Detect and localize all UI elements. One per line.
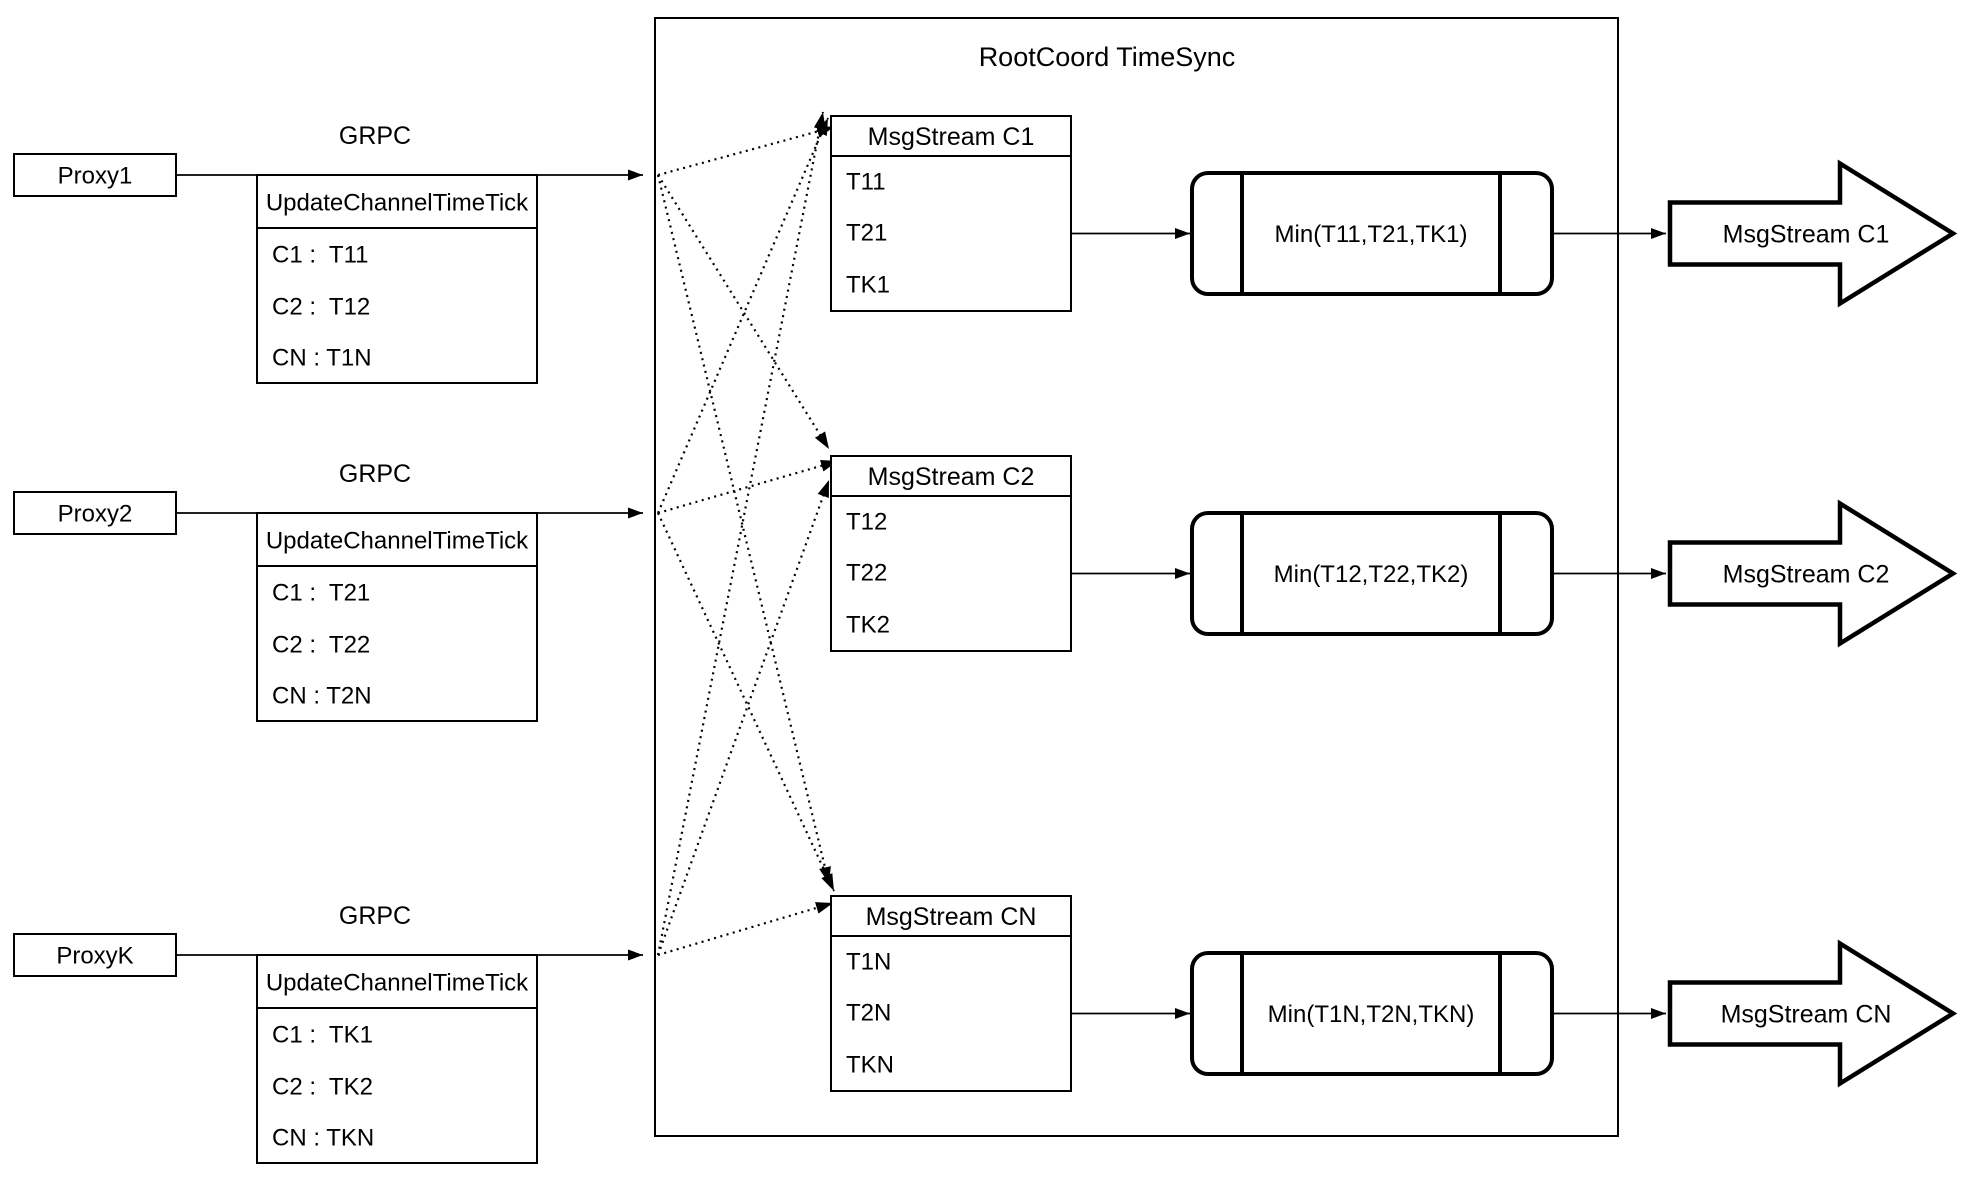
msgstream-row: T1N bbox=[846, 949, 891, 976]
msgstream-table-c1: MsgStream C1 T11 T21 TK1 bbox=[830, 115, 1072, 312]
outstream-label-c1: MsgStream C1 bbox=[1723, 221, 1890, 249]
timetick-row: C1 : TK1 bbox=[272, 1022, 373, 1049]
msgstream-table-c2-header: MsgStream C2 bbox=[868, 463, 1035, 491]
dotted-link-proxyk-c1 bbox=[656, 111, 826, 956]
min-label-c2: Min(T12,T22,TK2) bbox=[1274, 561, 1469, 588]
timetick-row: C2 : TK2 bbox=[272, 1074, 373, 1101]
timetick-table-1: UpdateChannelTimeTick C1 : T11 C2 : T12 … bbox=[256, 174, 538, 384]
outstream-arrow-c1: MsgStream C1 bbox=[1667, 159, 1958, 308]
dotted-link-proxy1-c2 bbox=[657, 174, 830, 450]
dotted-link-proxy1-c1 bbox=[657, 125, 835, 177]
proxy2-group: Proxy2 GRPC UpdateChannelTimeTick C1 : T… bbox=[13, 460, 643, 722]
proxy2-box bbox=[13, 491, 177, 535]
outstream-arrow-c1-shape bbox=[1667, 159, 1958, 308]
msgstream-row: TK2 bbox=[846, 612, 890, 639]
proxyk-group: ProxyK GRPC UpdateChannelTimeTick C1 : T… bbox=[13, 902, 643, 1164]
timetick-table-1-frame bbox=[256, 174, 538, 384]
msgstream-table-cn-header: MsgStream CN bbox=[866, 903, 1037, 931]
grpc-label-2: GRPC bbox=[339, 460, 411, 488]
msgstream-row: TK1 bbox=[846, 272, 890, 299]
msgstream-table-c1-header: MsgStream C1 bbox=[868, 123, 1035, 151]
min-box-cn: Min(T1N,T2N,TKN) bbox=[1190, 951, 1554, 1076]
dotted-link-proxy2-c2 bbox=[657, 459, 839, 515]
proxyk-label: ProxyK bbox=[56, 943, 133, 970]
outstream-label-cn: MsgStream CN bbox=[1721, 1001, 1892, 1029]
min-box-c1: Min(T11,T21,TK1) bbox=[1190, 171, 1554, 296]
msgstream-row: TKN bbox=[846, 1052, 894, 1079]
timetick-table-3-header: UpdateChannelTimeTick bbox=[266, 970, 529, 997]
proxy2-label: Proxy2 bbox=[58, 501, 133, 528]
msgstream-table-c2-frame bbox=[830, 455, 1072, 652]
proxy1-group: Proxy1 GRPC UpdateChannelTimeTick C1 : T… bbox=[13, 122, 643, 384]
timetick-row: C2 : T22 bbox=[272, 632, 370, 659]
timetick-row: C1 : T11 bbox=[272, 242, 369, 269]
outstream-arrow-cn-shape bbox=[1667, 939, 1958, 1088]
timetick-table-3: UpdateChannelTimeTick C1 : TK1 C2 : TK2 … bbox=[256, 954, 538, 1164]
timetick-row: CN : T2N bbox=[272, 683, 372, 710]
grpc-label-1: GRPC bbox=[339, 122, 411, 150]
dotted-link-proxy2-c1 bbox=[656, 117, 830, 514]
min-label-cn: Min(T1N,T2N,TKN) bbox=[1268, 1001, 1475, 1028]
timetick-row: CN : T1N bbox=[272, 345, 372, 372]
outstream-arrow-c2-shape bbox=[1667, 499, 1958, 648]
timetick-row: CN : TKN bbox=[272, 1125, 374, 1152]
msgstream-table-c2: MsgStream C2 T12 T22 TK2 bbox=[830, 455, 1072, 652]
timetick-table-2-header: UpdateChannelTimeTick bbox=[266, 528, 529, 555]
outstream-arrow-c2: MsgStream C2 bbox=[1667, 499, 1958, 648]
timetick-table-2-frame bbox=[256, 512, 538, 722]
outstream-label-c2: MsgStream C2 bbox=[1723, 561, 1890, 589]
msgstream-table-cn-frame bbox=[830, 895, 1072, 1092]
msgstream-row: T21 bbox=[846, 220, 887, 247]
dotted-links bbox=[656, 111, 839, 957]
rootcoord-title: RootCoord TimeSync bbox=[979, 42, 1236, 72]
proxy1-box bbox=[13, 153, 177, 197]
proxy1-label: Proxy1 bbox=[58, 163, 133, 190]
dotted-link-proxy2-cn bbox=[657, 512, 835, 892]
timetick-table-1-header: UpdateChannelTimeTick bbox=[266, 190, 529, 217]
stream-c1-group: MsgStream C1 T11 T21 TK1 Min(T11,T21,TK1… bbox=[830, 115, 1958, 312]
msgstream-table-cn: MsgStream CN T1N T2N TKN bbox=[830, 895, 1072, 1092]
timetick-row: C1 : T21 bbox=[272, 580, 370, 607]
stream-cn-group: MsgStream CN T1N T2N TKN Min(T1N,T2N,TKN… bbox=[830, 895, 1958, 1092]
dotted-link-proxyk-cn bbox=[657, 901, 834, 957]
min-box-c2: Min(T12,T22,TK2) bbox=[1190, 511, 1554, 636]
proxyk-box bbox=[13, 933, 177, 977]
timetick-table-3-frame bbox=[256, 954, 538, 1164]
timetick-table-2: UpdateChannelTimeTick C1 : T21 C2 : T22 … bbox=[256, 512, 538, 722]
timetick-row: C2 : T12 bbox=[272, 294, 370, 321]
dotted-link-proxy1-cn bbox=[656, 174, 831, 885]
stream-c2-group: MsgStream C2 T12 T22 TK2 Min(T12,T22,TK2… bbox=[830, 455, 1958, 652]
msgstream-row: T12 bbox=[846, 509, 887, 536]
outstream-arrow-cn: MsgStream CN bbox=[1667, 939, 1958, 1088]
msgstream-row: T11 bbox=[846, 169, 886, 196]
msgstream-row: T22 bbox=[846, 560, 887, 587]
grpc-label-3: GRPC bbox=[339, 902, 411, 930]
msgstream-table-c1-frame bbox=[830, 115, 1072, 312]
min-label-c1: Min(T11,T21,TK1) bbox=[1275, 221, 1468, 248]
msgstream-row: T2N bbox=[846, 1000, 891, 1027]
